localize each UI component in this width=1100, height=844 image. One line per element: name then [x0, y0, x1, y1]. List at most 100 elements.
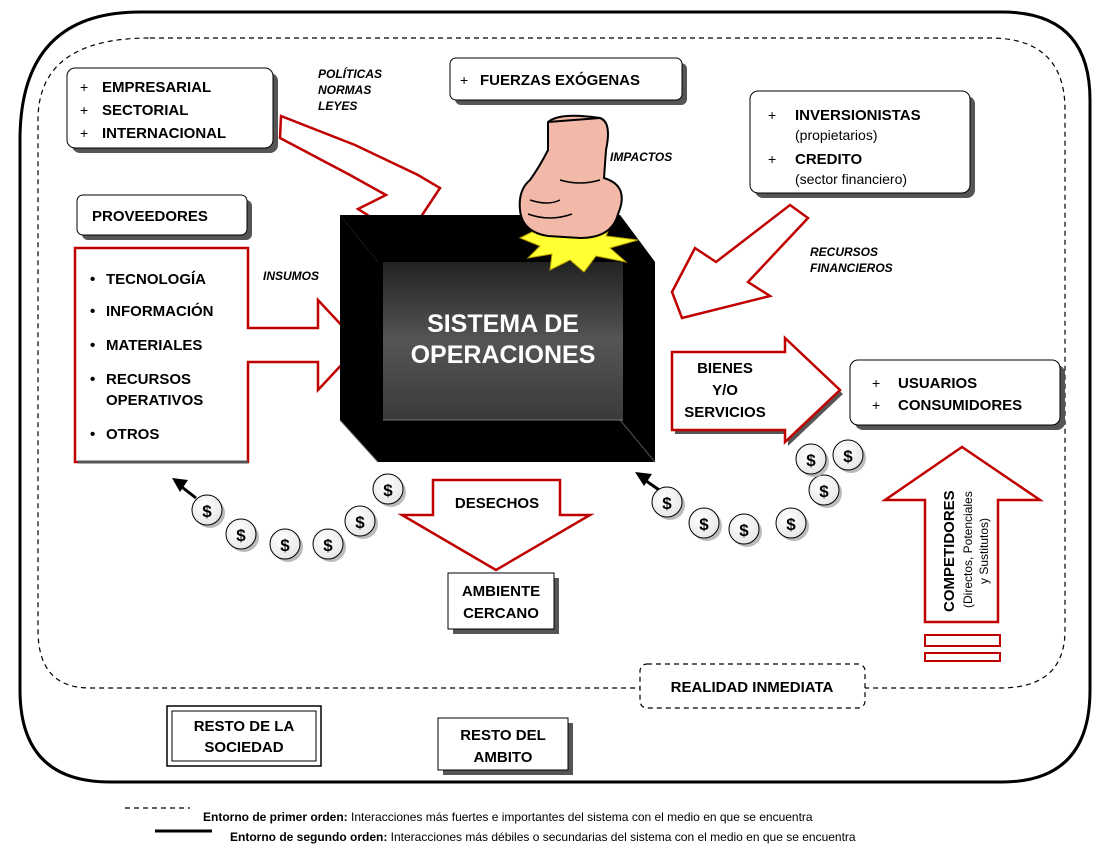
coin-icon: $	[728, 513, 762, 547]
svg-text:$: $	[280, 536, 290, 555]
coin-icon: $	[688, 507, 722, 541]
svg-text:(Directos, Potenciales: (Directos, Potenciales	[961, 491, 975, 608]
top-left-item-2: SECTORIAL	[102, 102, 188, 119]
coin-icon: $	[808, 474, 842, 508]
rest-of-society-box: RESTO DE LA SOCIEDAD	[166, 705, 322, 767]
svg-text:+: +	[768, 151, 776, 167]
coin-icon: $	[225, 518, 259, 552]
svg-text:REALIDAD INMEDIATA: REALIDAD INMEDIATA	[671, 679, 834, 696]
svg-text:$: $	[323, 536, 333, 555]
coin-icon: $	[269, 528, 303, 562]
svg-text:MATERIALES: MATERIALES	[106, 337, 202, 354]
svg-text:FINANCIEROS: FINANCIEROS	[810, 261, 893, 275]
arrow-head-icon	[172, 478, 188, 492]
inputs-label: INSUMOS	[263, 269, 319, 283]
competitors-label: COMPETIDORES	[941, 490, 958, 612]
competitors-arrow: COMPETIDORES (Directos, Potenciales y Su…	[880, 445, 1045, 662]
system-title-line2: OPERACIONES	[411, 341, 596, 369]
svg-text:$: $	[202, 502, 212, 521]
svg-text:RECURSOS: RECURSOS	[810, 245, 878, 259]
financial-resources-label: RECURSOS FINANCIEROS	[810, 245, 893, 275]
coin-icon: $	[312, 528, 346, 562]
svg-text:+: +	[80, 102, 88, 118]
svg-text:$: $	[699, 515, 709, 534]
near-environment-box: AMBIENTE CERCANO	[447, 572, 559, 634]
svg-text:NORMAS: NORMAS	[318, 83, 371, 97]
svg-text:Y/O: Y/O	[712, 382, 738, 399]
coin-icon: $	[344, 505, 378, 539]
top-left-item-1: EMPRESARIAL	[102, 79, 211, 96]
suppliers-box: PROVEEDORES	[76, 194, 252, 240]
svg-text:CREDITO: CREDITO	[795, 151, 863, 168]
svg-text:SERVICIOS: SERVICIOS	[684, 404, 765, 421]
svg-text:$: $	[662, 494, 672, 513]
arrow-head-icon	[635, 472, 652, 486]
coin-icon: $	[795, 443, 829, 477]
immediate-reality-box: REALIDAD INMEDIATA	[639, 663, 866, 709]
svg-text:$: $	[355, 513, 365, 532]
svg-text:USUARIOS: USUARIOS	[898, 375, 977, 392]
svg-text:RESTO DE LA: RESTO DE LA	[194, 718, 295, 735]
svg-text:SOCIEDAD: SOCIEDAD	[204, 739, 283, 756]
coin-icon: $	[191, 494, 225, 528]
svg-text:POLÍTICAS: POLÍTICAS	[318, 66, 382, 81]
svg-text:$: $	[383, 481, 393, 500]
fist-icon	[518, 114, 623, 240]
rest-of-scope-box: RESTO DEL AMBITO	[437, 717, 573, 775]
svg-text:OPERATIVOS: OPERATIVOS	[106, 392, 203, 409]
goods-services-arrow: BIENES Y/O SERVICIOS	[670, 335, 843, 446]
svg-text:AMBIENTE: AMBIENTE	[462, 583, 540, 600]
svg-text:PROVEEDORES: PROVEEDORES	[92, 208, 208, 225]
svg-text:•: •	[90, 371, 95, 388]
right-money-flow: $ $ $ $ $ $ $	[635, 439, 866, 547]
svg-text:RECURSOS: RECURSOS	[106, 371, 191, 388]
svg-text:TECNOLOGÍA: TECNOLOGÍA	[106, 271, 206, 288]
second-order-environment-border	[18, 10, 1092, 784]
users-box: + USUARIOS + CONSUMIDORES	[849, 359, 1065, 430]
svg-text:+: +	[872, 397, 880, 413]
top-left-item-3: INTERNACIONAL	[102, 125, 226, 142]
coin-icon: $	[832, 439, 866, 473]
svg-text:•: •	[90, 426, 95, 443]
svg-text:$: $	[819, 482, 829, 501]
svg-text:$: $	[236, 526, 246, 545]
svg-text:(sector financiero): (sector financiero)	[795, 171, 907, 187]
svg-text:(propietarios): (propietarios)	[795, 127, 877, 143]
svg-text:+: +	[80, 79, 88, 95]
svg-text:+: +	[768, 107, 776, 123]
top-left-box: + + + EMPRESARIAL SECTORIAL INTERNACIONA…	[66, 67, 278, 153]
svg-text:DESECHOS: DESECHOS	[455, 495, 539, 512]
svg-text:RESTO DEL: RESTO DEL	[460, 727, 546, 744]
svg-text:$: $	[739, 521, 749, 540]
svg-text:FUERZAS EXÓGENAS: FUERZAS EXÓGENAS	[480, 71, 640, 89]
svg-text:+: +	[80, 125, 88, 141]
coin-icon: $	[651, 486, 685, 520]
impacts-label: IMPACTOS	[610, 150, 672, 164]
coin-icon: $	[372, 473, 406, 507]
exogenous-forces-box: + FUERZAS EXÓGENAS	[449, 57, 687, 105]
svg-text:CERCANO: CERCANO	[463, 605, 539, 622]
svg-text:CONSUMIDORES: CONSUMIDORES	[898, 397, 1022, 414]
svg-text:•: •	[90, 271, 95, 288]
investors-box: + INVERSIONISTAS (propietarios) + CREDIT…	[749, 90, 975, 198]
waste-arrow: DESECHOS	[397, 478, 595, 572]
svg-text:y Sustitutos): y Sustitutos)	[977, 518, 991, 584]
svg-text:$: $	[843, 447, 853, 466]
svg-text:•: •	[90, 303, 95, 320]
svg-text:AMBITO: AMBITO	[474, 749, 533, 766]
coin-icon: $	[775, 507, 809, 541]
system-title-line1: SISTEMA DE	[427, 310, 579, 338]
svg-text:•: •	[90, 337, 95, 354]
inputs-list: • TECNOLOGÍA • INFORMACIÓN • MATERIALES …	[90, 271, 214, 443]
svg-text:INVERSIONISTAS: INVERSIONISTAS	[795, 107, 921, 124]
financial-resources-arrow	[670, 203, 810, 320]
svg-text:+: +	[460, 72, 468, 88]
inputs-arrow	[73, 246, 362, 464]
svg-text:$: $	[786, 515, 796, 534]
svg-text:$: $	[806, 451, 816, 470]
left-money-flow: $ $ $ $ $ $	[172, 473, 406, 562]
svg-text:LEYES: LEYES	[318, 99, 357, 113]
svg-text:INFORMACIÓN: INFORMACIÓN	[106, 302, 214, 320]
policies-label: POLÍTICAS NORMAS LEYES	[318, 66, 382, 113]
svg-text:BIENES: BIENES	[697, 360, 753, 377]
